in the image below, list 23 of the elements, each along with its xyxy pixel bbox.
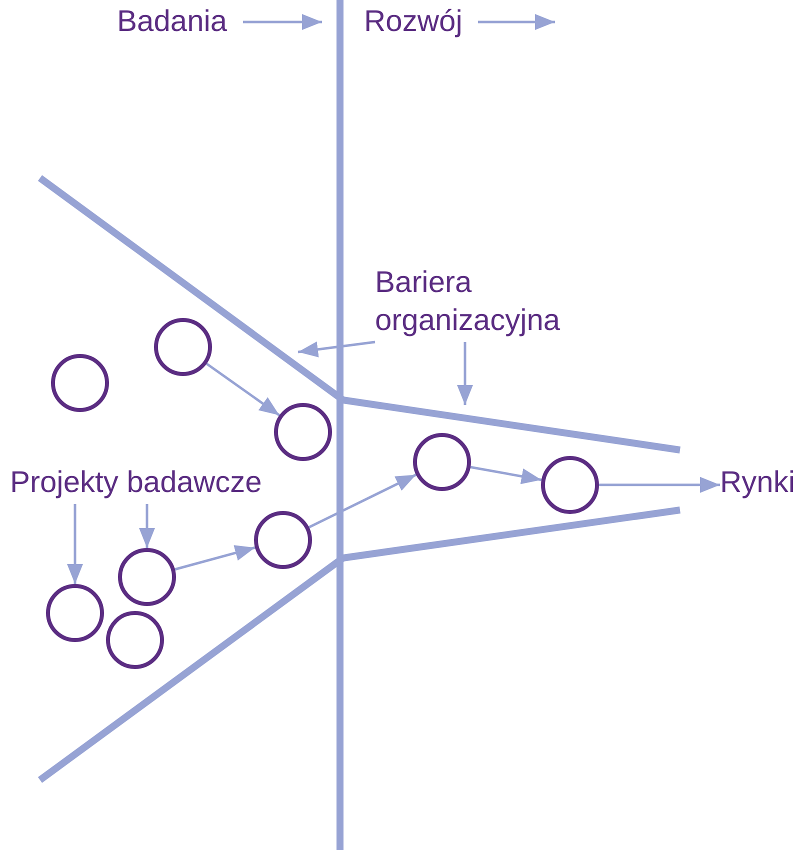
leader-line: [457, 342, 473, 405]
phase-label: Rozwój: [364, 4, 462, 40]
arrow: [470, 466, 542, 484]
project-circle: [253, 510, 313, 570]
project-circle: [412, 432, 472, 492]
annotation-label: Rynki: [720, 464, 802, 502]
project-circle: [50, 353, 110, 413]
arrow: [308, 474, 417, 528]
project-circle: [117, 547, 177, 607]
arrow: [139, 504, 155, 548]
phase-label: Badania: [117, 4, 228, 40]
annotation-label: Bariera organizacyjna: [375, 264, 590, 340]
arrow: [67, 504, 83, 584]
arrow: [174, 545, 256, 571]
project-circle: [540, 455, 600, 515]
leader-line: [298, 340, 376, 358]
project-circle: [273, 402, 333, 462]
arrow: [206, 362, 280, 416]
project-circle: [105, 610, 165, 670]
project-circle: [45, 583, 105, 643]
annotation-label: Projekty badawcze: [10, 464, 295, 502]
arrow: [599, 476, 720, 493]
project-circle: [153, 317, 213, 377]
